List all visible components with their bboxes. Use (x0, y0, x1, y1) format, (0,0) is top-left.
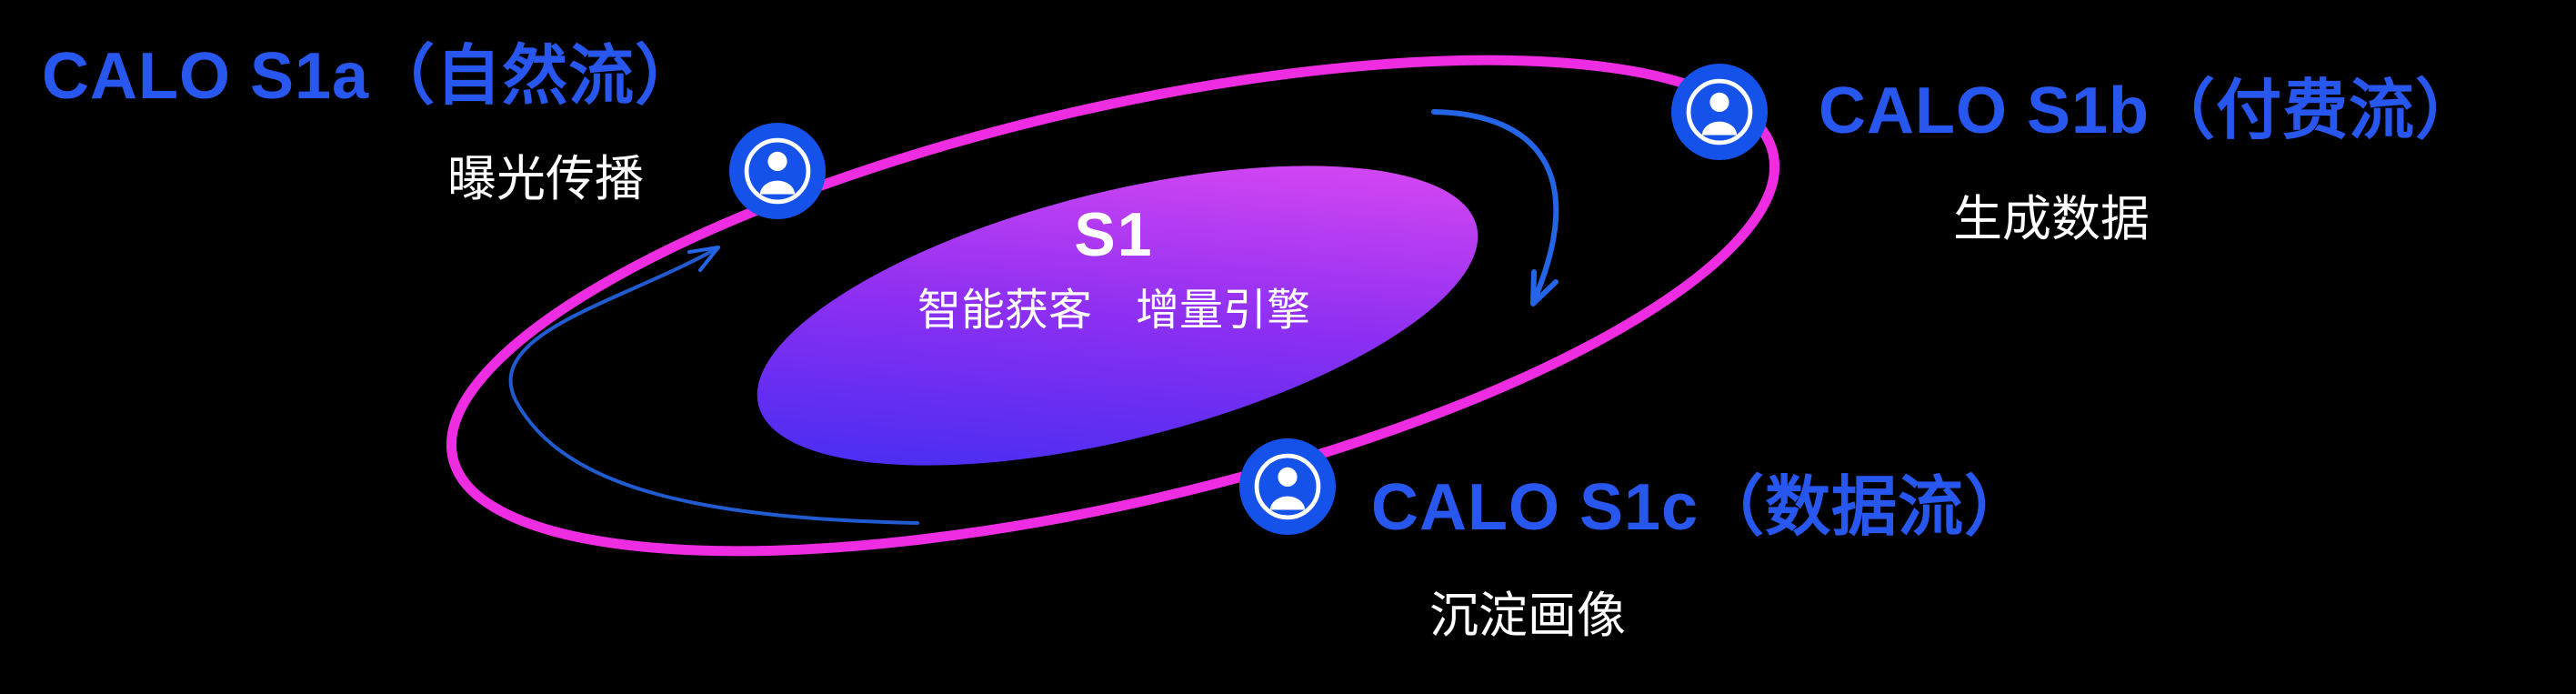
flow-arrow-left (508, 246, 919, 525)
flow-arrow-left-curve (508, 246, 919, 525)
person-head (767, 151, 787, 171)
node-s1a-subtitle: 曝光传播 (447, 152, 644, 206)
core-title: S1 (1074, 200, 1154, 269)
user-badge-icon-s1b (1671, 64, 1768, 160)
icon-inner-ring (1686, 78, 1753, 146)
icon-inner-ring (1254, 453, 1321, 520)
node-s1c-title: CALO S1c（数据流） (1371, 471, 2031, 544)
node-s1b-subtitle: 生成数据 (1953, 192, 2150, 246)
flow-arrow-right (1431, 109, 1559, 307)
node-s1c-subtitle: 沉淀画像 (1429, 588, 1626, 643)
person-shoulders (1269, 496, 1306, 510)
core-subtitle: 智能获客 增量引擎 (917, 287, 1311, 335)
user-badge-icon-s1c (1239, 438, 1336, 535)
person-shoulders (1701, 121, 1738, 136)
user-badge-icon-s1a (729, 123, 826, 219)
person-head (1709, 92, 1729, 112)
orbit-ring (446, 55, 1780, 557)
person-head (1278, 467, 1298, 487)
flow-arrow-right-curve (1431, 109, 1559, 306)
icon-inner-ring (744, 137, 811, 205)
node-s1a-title: CALO S1a（自然流） (42, 40, 702, 113)
node-s1b-title: CALO S1b（付费流） (1819, 75, 2482, 147)
flow-arrow-left-head (687, 246, 720, 272)
flow-arrow-right-head (1530, 269, 1559, 307)
person-shoulders (759, 180, 796, 195)
core-ellipse (757, 166, 1478, 466)
